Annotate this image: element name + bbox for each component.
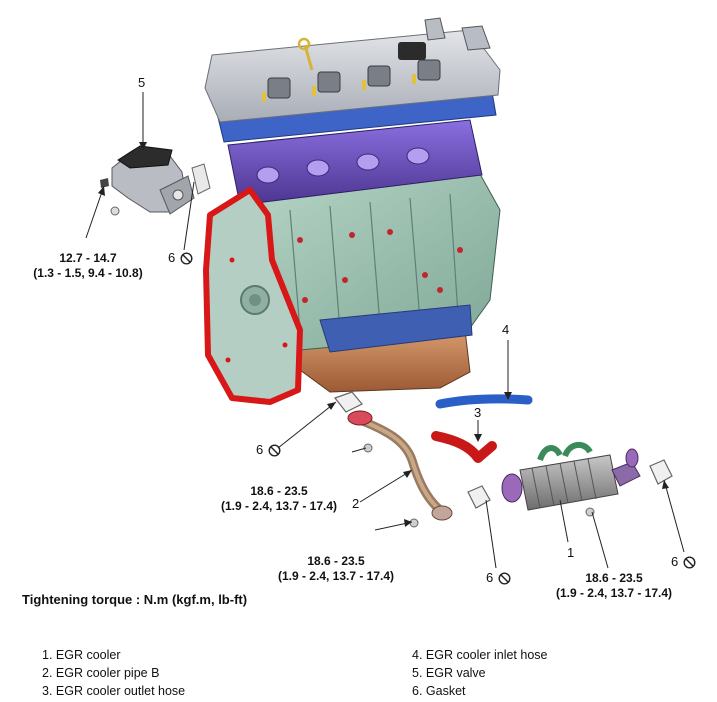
legend-item: 4. EGR cooler inlet hose bbox=[412, 648, 548, 662]
egr-valve-gasket bbox=[191, 163, 211, 195]
cooler-bolt bbox=[585, 507, 595, 517]
legend-item: 5. EGR valve bbox=[412, 666, 486, 680]
no-reuse-icon bbox=[498, 572, 511, 585]
torque-pipe-lower: 18.6 - 23.5 (1.9 - 2.4, 13.7 - 17.4) bbox=[277, 554, 395, 583]
callout-6-valve-gasket: 6 bbox=[168, 250, 176, 265]
callout-1: 1 bbox=[567, 545, 575, 560]
legend-left: 1. EGR cooler 2. EGR cooler pipe B 3. EG… bbox=[42, 646, 185, 700]
torque-egr-valve: 12.7 - 14.7 (1.3 - 1.5, 9.4 - 10.8) bbox=[33, 251, 143, 280]
leader-lines bbox=[85, 92, 685, 569]
legend-item: 3. EGR cooler outlet hose bbox=[42, 684, 186, 698]
egr-cooler-inlet-hose bbox=[435, 394, 533, 409]
pipe-upper-bolt bbox=[363, 443, 373, 453]
callout-6-pipe-gasket: 6 bbox=[256, 442, 264, 457]
no-reuse-icon bbox=[180, 252, 193, 265]
torque-pipe-upper: 18.6 - 23.5 (1.9 - 2.4, 13.7 - 17.4) bbox=[220, 484, 338, 513]
callout-3: 3 bbox=[474, 405, 482, 420]
engine-assembly bbox=[203, 17, 501, 405]
pipe-upper-gasket bbox=[334, 391, 363, 413]
legend-right: 4. EGR cooler inlet hose 5. EGR valve 6.… bbox=[412, 646, 548, 700]
leader-arrowheads bbox=[98, 142, 669, 527]
no-reuse-icon bbox=[268, 444, 281, 457]
egr-valve bbox=[111, 145, 195, 215]
lower-crankcase bbox=[319, 304, 473, 353]
manifold bbox=[227, 119, 483, 206]
cooler-right-gasket bbox=[649, 459, 673, 485]
torque-units-title: Tightening torque : N.m (kgf.m, lb-ft) bbox=[22, 592, 248, 607]
legend-item: 2. EGR cooler pipe B bbox=[42, 666, 160, 680]
cooler-left-gasket bbox=[467, 485, 491, 509]
callout-2: 2 bbox=[352, 496, 360, 511]
legend-item: 6. Gasket bbox=[412, 684, 466, 698]
egr-cooler-pipe-b bbox=[347, 410, 453, 521]
torque-egr-cooler: 18.6 - 23.5 (1.9 - 2.4, 13.7 - 17.4) bbox=[555, 571, 673, 600]
callout-5: 5 bbox=[138, 75, 146, 90]
egr-valve-bolts bbox=[100, 178, 120, 216]
egr-cooler bbox=[501, 442, 641, 511]
no-reuse-icon bbox=[683, 556, 696, 569]
egr-cooler-outlet-hose bbox=[431, 431, 497, 463]
callout-6-cooler-right-gasket: 6 bbox=[671, 554, 679, 569]
callout-6-cooler-left-gasket: 6 bbox=[486, 570, 494, 585]
legend-item: 1. EGR cooler bbox=[42, 648, 121, 662]
callout-4: 4 bbox=[502, 322, 510, 337]
pipe-lower-bolt bbox=[409, 518, 419, 528]
